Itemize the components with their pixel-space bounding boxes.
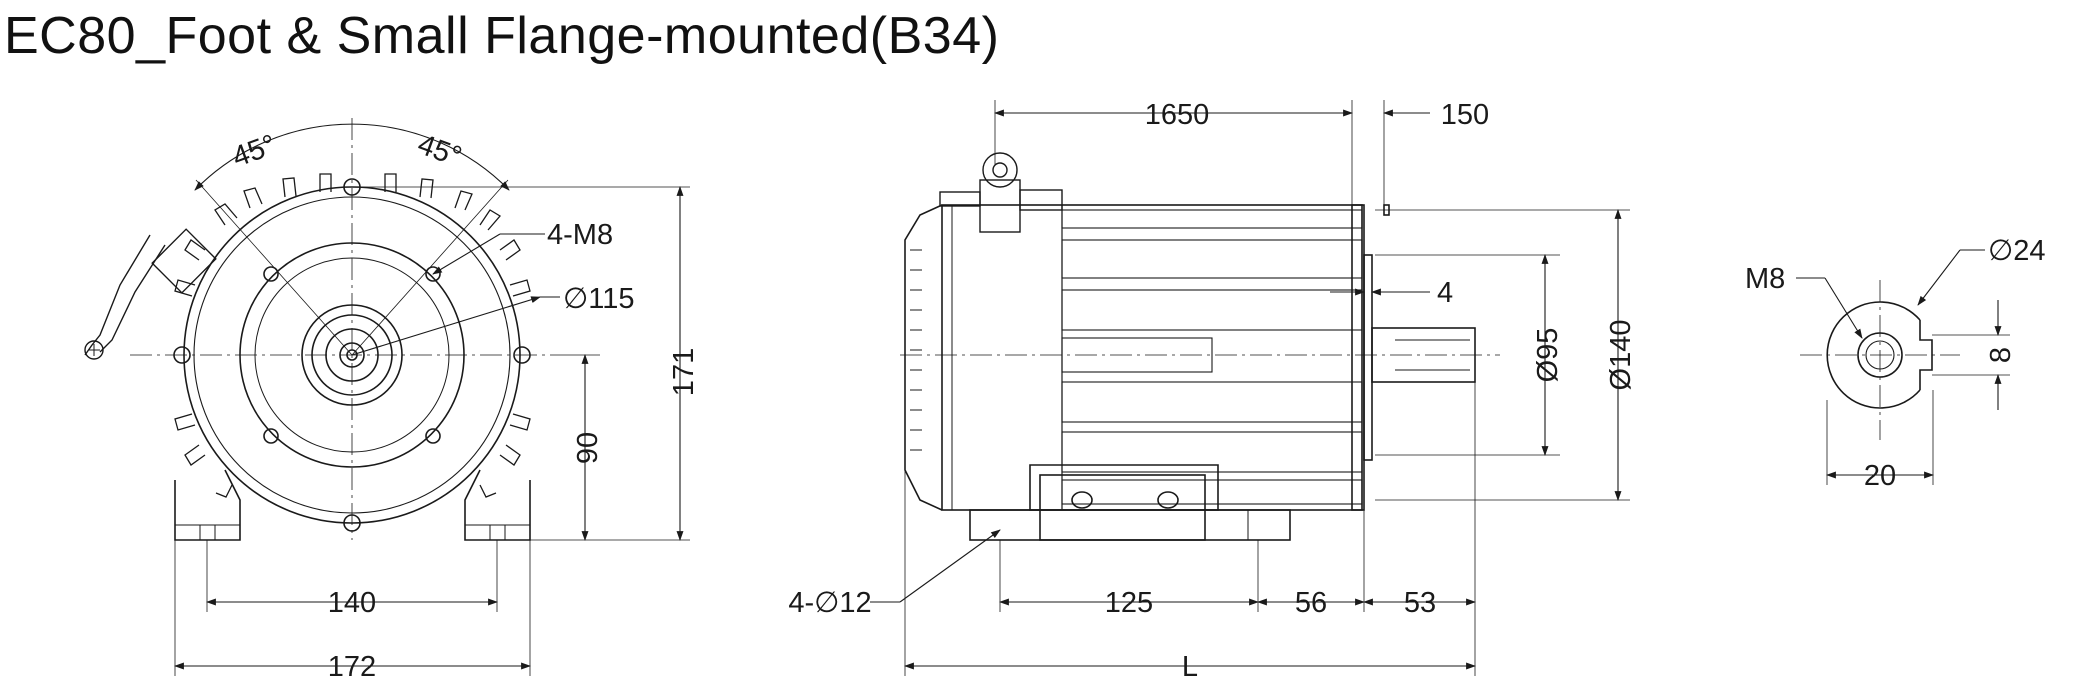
bolt-hole: [425, 428, 441, 444]
spigot-depth-label: 4: [1437, 277, 1453, 309]
foot-hole-spacing-label: 125: [1105, 587, 1153, 619]
shaft-ext-label: 150: [1441, 99, 1489, 131]
front-dimensions: [174, 123, 690, 676]
spigot-dia-label: Ø95: [1532, 328, 1564, 383]
side-foot: [969, 464, 1291, 541]
cooling-fins: [174, 173, 531, 498]
pcd-label: ∅115: [563, 283, 635, 315]
shaft-detail-labels: M8 ∅24 8 20: [1745, 235, 2046, 492]
shaft-dia-label: ∅24: [1988, 235, 2046, 267]
flange-dia-label: Ø140: [1605, 320, 1637, 391]
key-height-label: 20: [1864, 460, 1896, 492]
drawing-title: EC80_Foot & Small Flange-mounted(B34): [4, 7, 1000, 65]
shaft-length-label: 53: [1404, 587, 1436, 619]
angle-left-label: 45°: [228, 129, 280, 174]
bolt-holes-label: 4-M8: [547, 219, 613, 251]
thread-label: M8: [1745, 263, 1785, 295]
foot-spacing-label: 140: [328, 587, 376, 619]
foot-width-label: 172: [328, 651, 376, 683]
foot-holes-label: 4-∅12: [788, 587, 871, 619]
side-fins: [1061, 209, 1363, 505]
side-dimensions: [870, 100, 1630, 676]
overall-length-label: L: [1182, 651, 1198, 683]
shaft-height-label: 90: [572, 432, 604, 464]
height-total-label: 171: [668, 348, 700, 396]
shaft-detail: [1800, 280, 1960, 440]
bolt-hole: [263, 266, 279, 282]
cable-gland: [84, 228, 217, 360]
motor-feet: [174, 469, 531, 541]
side-view: [900, 152, 1500, 541]
front-view: [84, 118, 560, 541]
front-labels: 45° 45° 4-M8 ∅115 171 90 140 172: [228, 128, 700, 683]
foot-to-flange-label: 56: [1295, 587, 1327, 619]
side-labels: 1650 150 4 Ø95 Ø140 4-∅12 125 56 53 L: [788, 99, 1637, 683]
body-length-label: 1650: [1145, 99, 1210, 131]
key-width-label: 8: [1985, 347, 2017, 363]
shaft-detail-dimensions: [1796, 249, 2010, 485]
terminal-box: [939, 152, 1063, 233]
bolt-hole: [263, 428, 279, 444]
angle-right-label: 45°: [414, 128, 466, 173]
